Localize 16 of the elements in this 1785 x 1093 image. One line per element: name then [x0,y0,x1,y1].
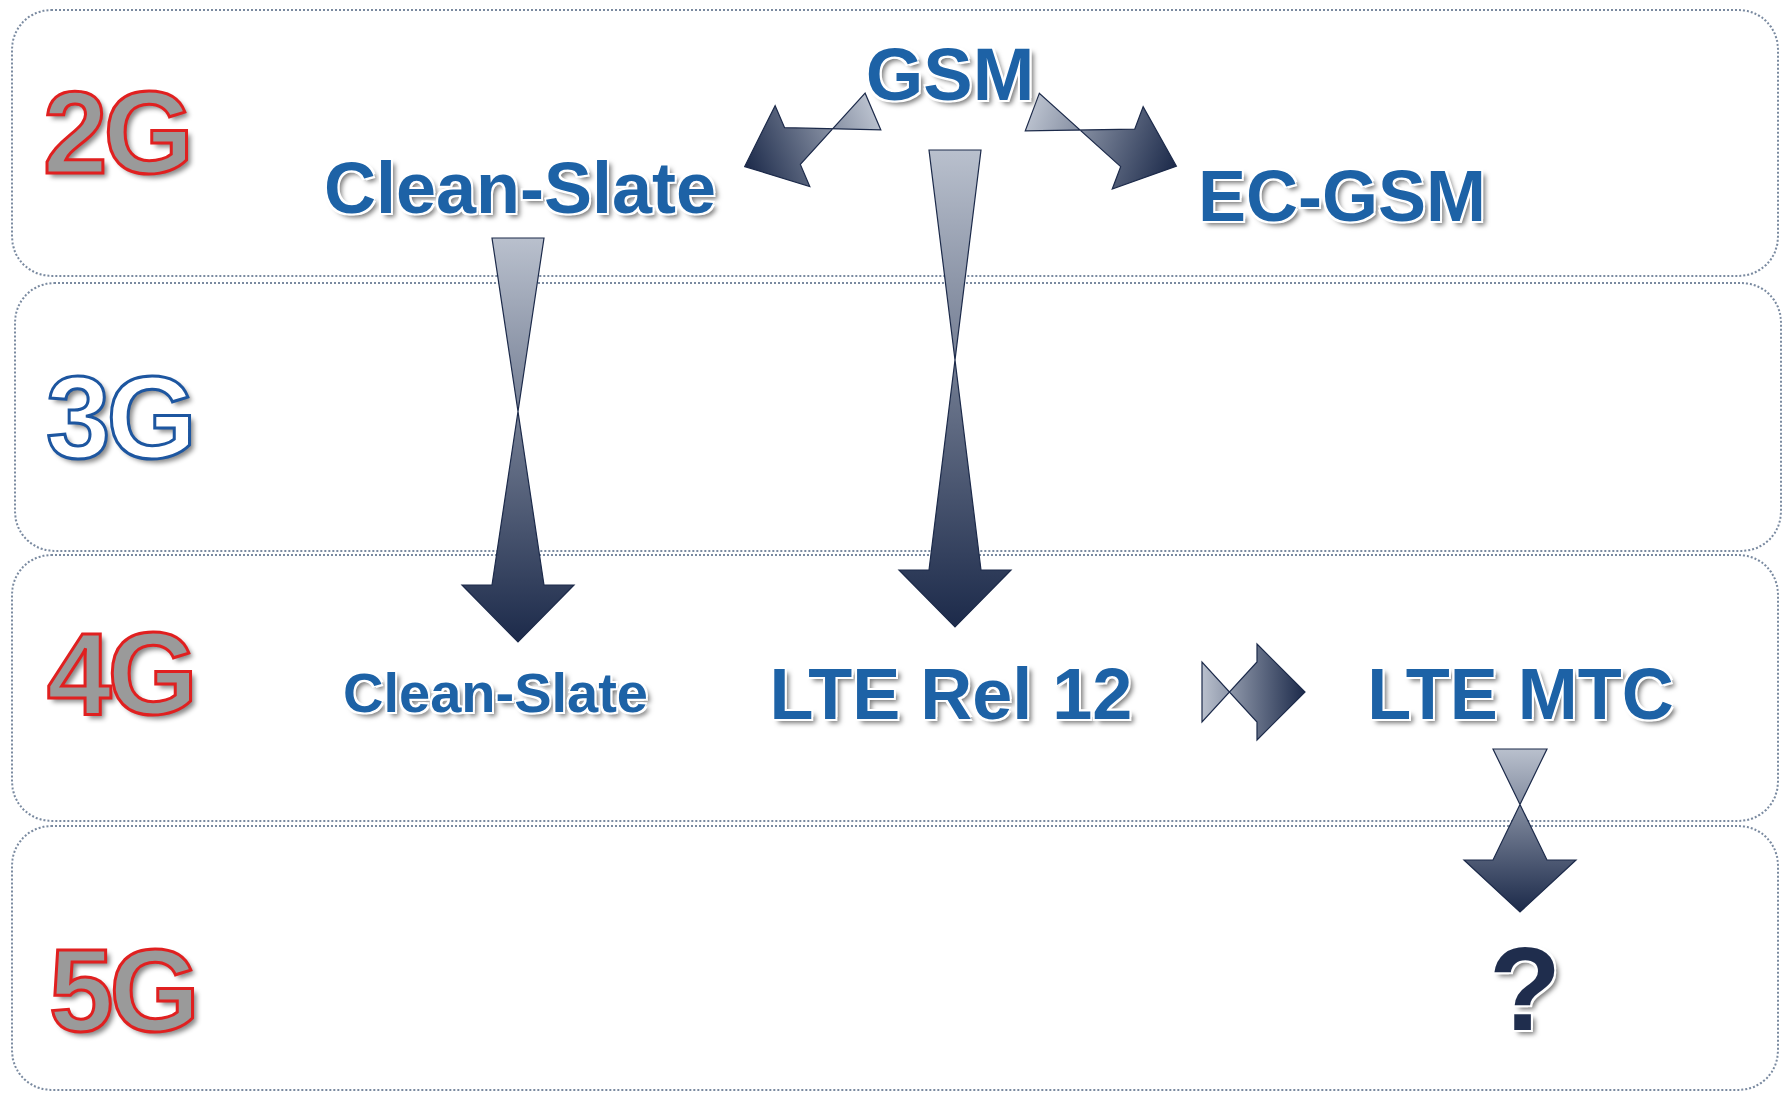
technology-label: GSM [852,36,1048,112]
block-arrow [1024,92,1178,191]
block-arrow [1201,642,1306,742]
generation-label: 5G [49,933,196,1049]
technology-label: ? [1478,938,1572,1040]
block-arrow [1462,748,1578,913]
block-arrow [897,149,1013,628]
generation-label: 4G [47,616,194,732]
generation-label: 2G [43,75,190,191]
technology-label: LTE MTC [1352,657,1689,731]
technology-label: Clean-Slate [297,150,743,226]
block-arrow [743,92,882,188]
technology-label: Clean-Slate [324,662,667,722]
technology-label: EC-GSM [1184,161,1500,231]
technology-label: LTE Rel 12 [746,657,1156,731]
block-arrow [460,237,576,643]
